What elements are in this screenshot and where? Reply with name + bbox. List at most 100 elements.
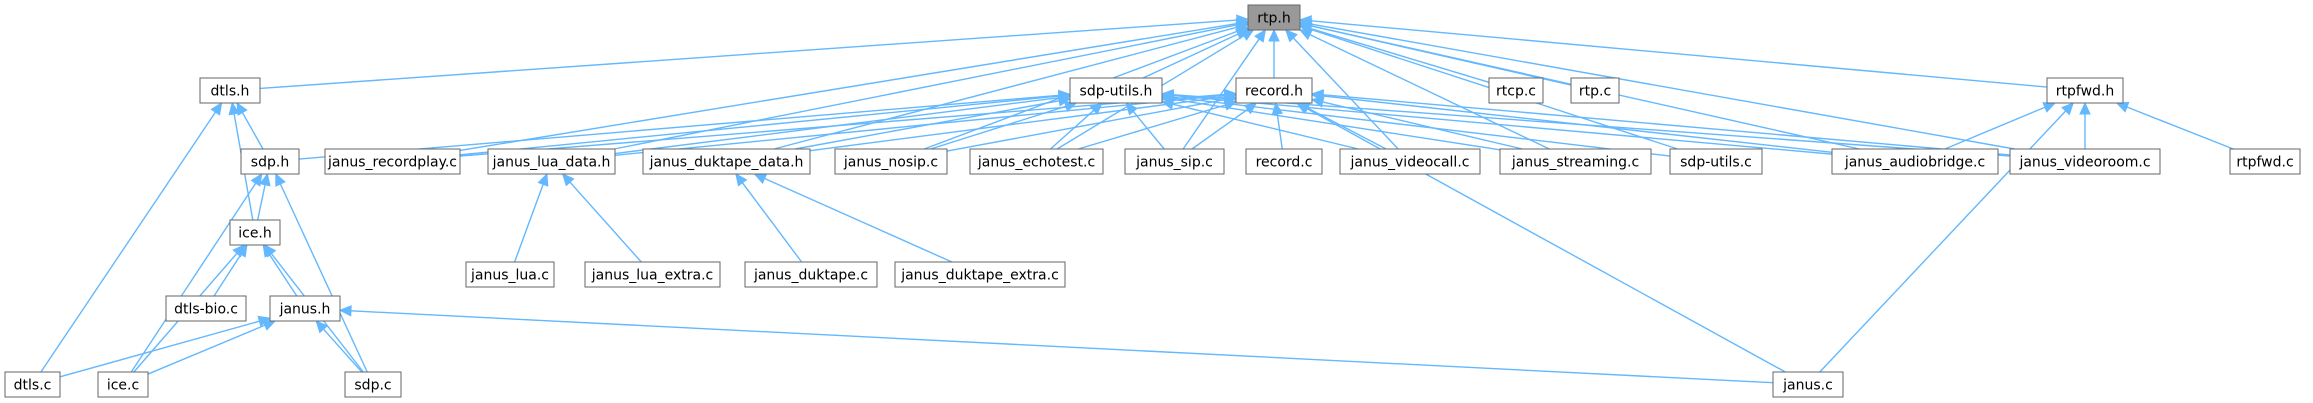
node-label: sdp-utils.c [1680,155,1752,171]
node-box [1124,148,1225,175]
node-label: rtpfwd.h [2056,84,2114,100]
node-janus-duktape-data-h[interactable]: janus_duktape_data.h [642,148,811,175]
node-label: janus_nosip.c [843,155,938,171]
edge-line [513,184,544,263]
edge-arrowhead [210,101,223,116]
node-box [584,261,721,288]
node-janus-streaming-c[interactable]: janus_streaming.c [1499,148,1652,175]
edge-line [946,98,1226,152]
edge-line [1276,113,1283,150]
edge-dtls_c-to-janus_h [59,315,272,378]
node-sdp-c[interactable]: sdp.c [344,371,402,398]
edge-arrowhead [1310,89,1324,101]
node-label: ice.c [107,378,139,394]
edge-arrowhead [236,101,248,116]
edge-arrowhead [263,244,277,258]
edge-line [1322,94,2011,156]
edge-sdp_h-to-dtls_h [236,101,264,150]
node-label: rtp.c [1579,84,1611,100]
edge-line [350,310,1774,384]
node-janus-c[interactable]: janus.c [1772,371,1844,398]
edge-arrowhead [2042,102,2057,113]
node-ice-c[interactable]: ice.c [97,371,149,398]
edge-line [1191,108,1248,150]
edge-janus_duktape_extra_c-to-janus_duktape_data_h [753,173,953,263]
node-label: janus_streaming.c [1511,155,1639,171]
node-sdp-utils-c[interactable]: sdp-utils.c [1669,148,1763,175]
node-box [642,148,811,175]
edge-arrowhead [315,320,329,334]
node-janus-nosip-c[interactable]: janus_nosip.c [834,148,948,175]
edge-line [569,181,642,263]
edge-janus_sip_c-to-rtp_h [1182,29,1267,150]
node-janus-duktape-c[interactable]: janus_duktape.c [744,261,878,288]
edge-arrowhead [338,305,352,317]
node-janus-sip-c[interactable]: janus_sip.c [1124,148,1225,175]
edge-line [40,111,217,373]
node-janus-lua-extra-c[interactable]: janus_lua_extra.c [584,261,721,288]
node-rtcp-c[interactable]: rtcp.c [1488,77,1544,104]
edge-line [764,177,953,263]
node-record-c[interactable]: record.c [1245,148,1323,175]
edge-arrowhead [561,173,575,187]
edge-line [809,96,1226,152]
edge-line [1142,33,1239,79]
node-box [344,371,402,398]
node-ice-h[interactable]: ice.h [229,219,281,246]
edge-arrowhead [1298,18,1313,30]
node-janus-h[interactable]: janus.h [269,295,341,322]
node-janus-echotest-c[interactable]: janus_echotest.c [969,148,1104,175]
node-rtp-c[interactable]: rtp.c [1570,77,1620,104]
edge-arrowhead [275,172,286,187]
edge-arrowhead [262,320,277,331]
node-dtls-c[interactable]: dtls.c [4,371,61,398]
edge-arrowhead [1254,29,1267,43]
node-box [1339,148,1481,175]
edge-arrowhead [2115,101,2130,113]
node-janus-lua-data-h[interactable]: janus_lua_data.h [487,148,616,175]
edge-janus_videocall_c-to-rtp_h [1284,29,1399,150]
edge-line [1322,95,1833,154]
node-janus-audiobridge-c[interactable]: janus_audiobridge.c [1831,148,1999,175]
node-rtp-h[interactable]: rtp.h [1247,4,1301,31]
node-janus-lua-c[interactable]: janus_lua.c [465,261,555,288]
node-rtpfwd-h[interactable]: rtpfwd.h [2046,77,2124,104]
node-box [487,148,616,175]
node-box [465,261,555,288]
edge-janus_videoroom_c-to-record_h [1310,89,2011,156]
node-box [97,371,149,398]
node-rtpfwd-c[interactable]: rtpfwd.c [2229,148,2301,175]
node-janus-recordplay-c[interactable]: janus_recordplay.c [324,148,461,175]
edge-line [279,183,368,373]
node-janus-videocall-c[interactable]: janus_videocall.c [1339,148,1481,175]
node-layer: rtp.h dtls.h sdp-utils.h record.h rtcp.c rtp.… [4,4,2301,398]
node-box [2229,148,2301,175]
edge-line [1172,96,1671,157]
edge-arrowhead [2079,101,2091,115]
edge-layer [40,14,2234,384]
node-label: sdp.h [251,155,289,171]
edge-line [1309,34,1550,150]
node-label: janus_lua.c [470,268,549,284]
node-box [165,295,247,322]
node-dtls-bio-c[interactable]: dtls-bio.c [165,295,247,322]
node-box [240,148,300,175]
node-janus-videoroom-c[interactable]: janus_videoroom.c [2009,148,2161,175]
edge-rtpfwd_h-to-rtp_h [1298,15,2048,88]
node-sdp-utils-h[interactable]: sdp-utils.h [1069,77,1163,104]
edge-dtls_c-to-dtls_h [40,101,223,373]
node-label: sdp-utils.h [1080,84,1153,100]
edge-line [1310,20,2048,88]
edge-arrowhead [735,173,748,187]
node-box [324,148,461,175]
edge-line [459,93,1226,157]
node-sdp-h[interactable]: sdp.h [240,148,300,175]
node-janus-duktape-extra-c[interactable]: janus_duktape_extra.c [894,261,1066,288]
edge-rtcp_c-to-rtp_h [1298,23,1490,84]
edge-janus_streaming_c-to-record_h [1310,96,1523,150]
node-label: record.c [1256,155,1313,171]
node-label: janus_duktape_data.h [649,155,804,171]
node-box [1772,371,1844,398]
node-record-h[interactable]: record.h [1235,77,1313,104]
node-dtls-h[interactable]: dtls.h [199,77,261,104]
